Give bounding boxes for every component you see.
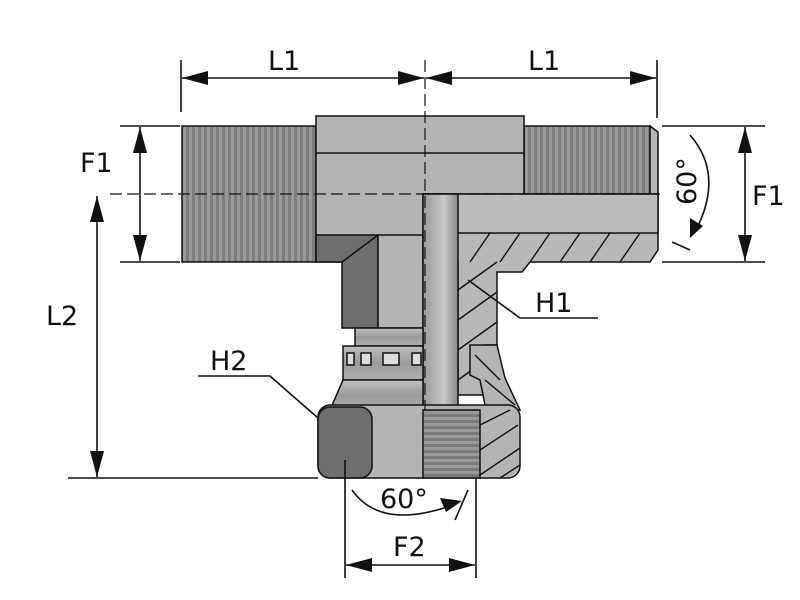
- leader-h1: H1: [467, 279, 598, 319]
- angle-bottom-label: 60°: [380, 484, 428, 515]
- l1-left-label: L1: [268, 46, 300, 77]
- dimension-f1-right: F1: [662, 125, 785, 263]
- angle-bottom: 60°: [351, 484, 469, 521]
- dimension-f2: F2: [344, 460, 477, 578]
- f1-left-label: F1: [80, 148, 113, 179]
- dimension-f1-left: F1: [80, 125, 180, 263]
- swivel-nut: [317, 404, 521, 479]
- l1-right-label: L1: [528, 46, 560, 77]
- dimension-l1: L1 L1: [180, 46, 658, 118]
- right-male-thread: [523, 124, 659, 195]
- f2-label: F2: [393, 532, 426, 563]
- leader-h2: H2: [198, 346, 319, 419]
- angle-right-label: 60°: [672, 157, 703, 205]
- h1-label: H1: [535, 288, 572, 319]
- dimension-l2: L2: [46, 196, 318, 479]
- tee-body: [315, 115, 525, 329]
- center-lines: [110, 60, 660, 410]
- angle-right: 60°: [671, 134, 710, 251]
- swivel-ring: [328, 327, 522, 411]
- l2-label: L2: [46, 301, 78, 332]
- f1-right-label: F1: [752, 181, 785, 212]
- h2-label: H2: [210, 346, 247, 377]
